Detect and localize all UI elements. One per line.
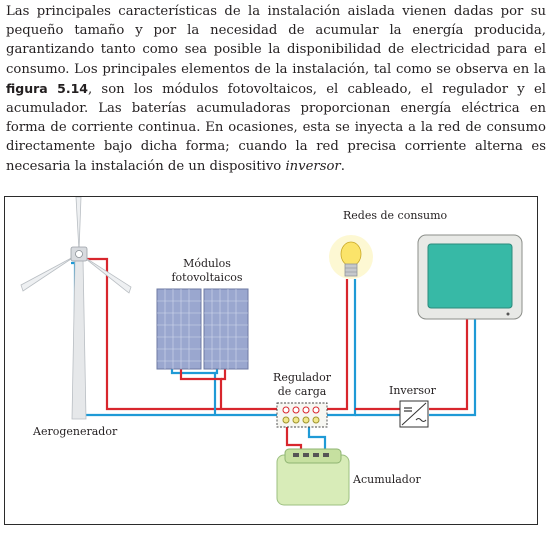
wire-panel-blue	[170, 362, 217, 415]
battery-icon	[276, 448, 350, 506]
paragraph-text-2: , son los módulos fotovoltaicos, el cabl…	[6, 81, 546, 174]
label-redes-consumo: Redes de consumo	[343, 209, 448, 222]
label-regulador-line2: de carga	[277, 385, 327, 398]
wire-panel-red	[179, 362, 223, 409]
paragraph-text-1: Las principales características de la in…	[6, 4, 546, 77]
inverter-icon	[399, 400, 429, 428]
italic-term: inversor	[285, 158, 341, 174]
label-modulos: Módulos fotovoltaicos	[165, 257, 249, 285]
body-paragraph: Las principales características de la in…	[6, 2, 546, 176]
charge-regulator-icon	[276, 402, 328, 428]
light-bulb-icon	[329, 235, 373, 279]
figure-reference: figura 5.14	[6, 80, 88, 96]
label-regulador-line1: Regulador	[273, 371, 331, 384]
label-aerogenerador: Aerogenerador	[33, 425, 118, 438]
figure-5-14: Redes de consumo Módulos fotovoltaicos R…	[4, 196, 538, 525]
label-modulos-line1: Módulos	[183, 257, 231, 270]
wire-battery-blue	[307, 425, 327, 457]
solar-panel-icon	[156, 288, 249, 370]
paragraph-end: .	[340, 158, 345, 174]
wire-monitor-red	[429, 315, 469, 411]
label-inversor: Inversor	[389, 384, 436, 397]
installation-diagram	[20, 197, 523, 506]
wind-turbine-icon	[20, 197, 132, 420]
label-acumulador: Acumulador	[353, 473, 421, 486]
wire-turbine-red	[85, 257, 279, 411]
monitor-icon	[417, 234, 523, 320]
label-modulos-line2: fotovoltaicos	[171, 271, 243, 284]
label-regulador: Regulador de carga	[267, 371, 337, 399]
wire-monitor-blue	[429, 315, 477, 417]
